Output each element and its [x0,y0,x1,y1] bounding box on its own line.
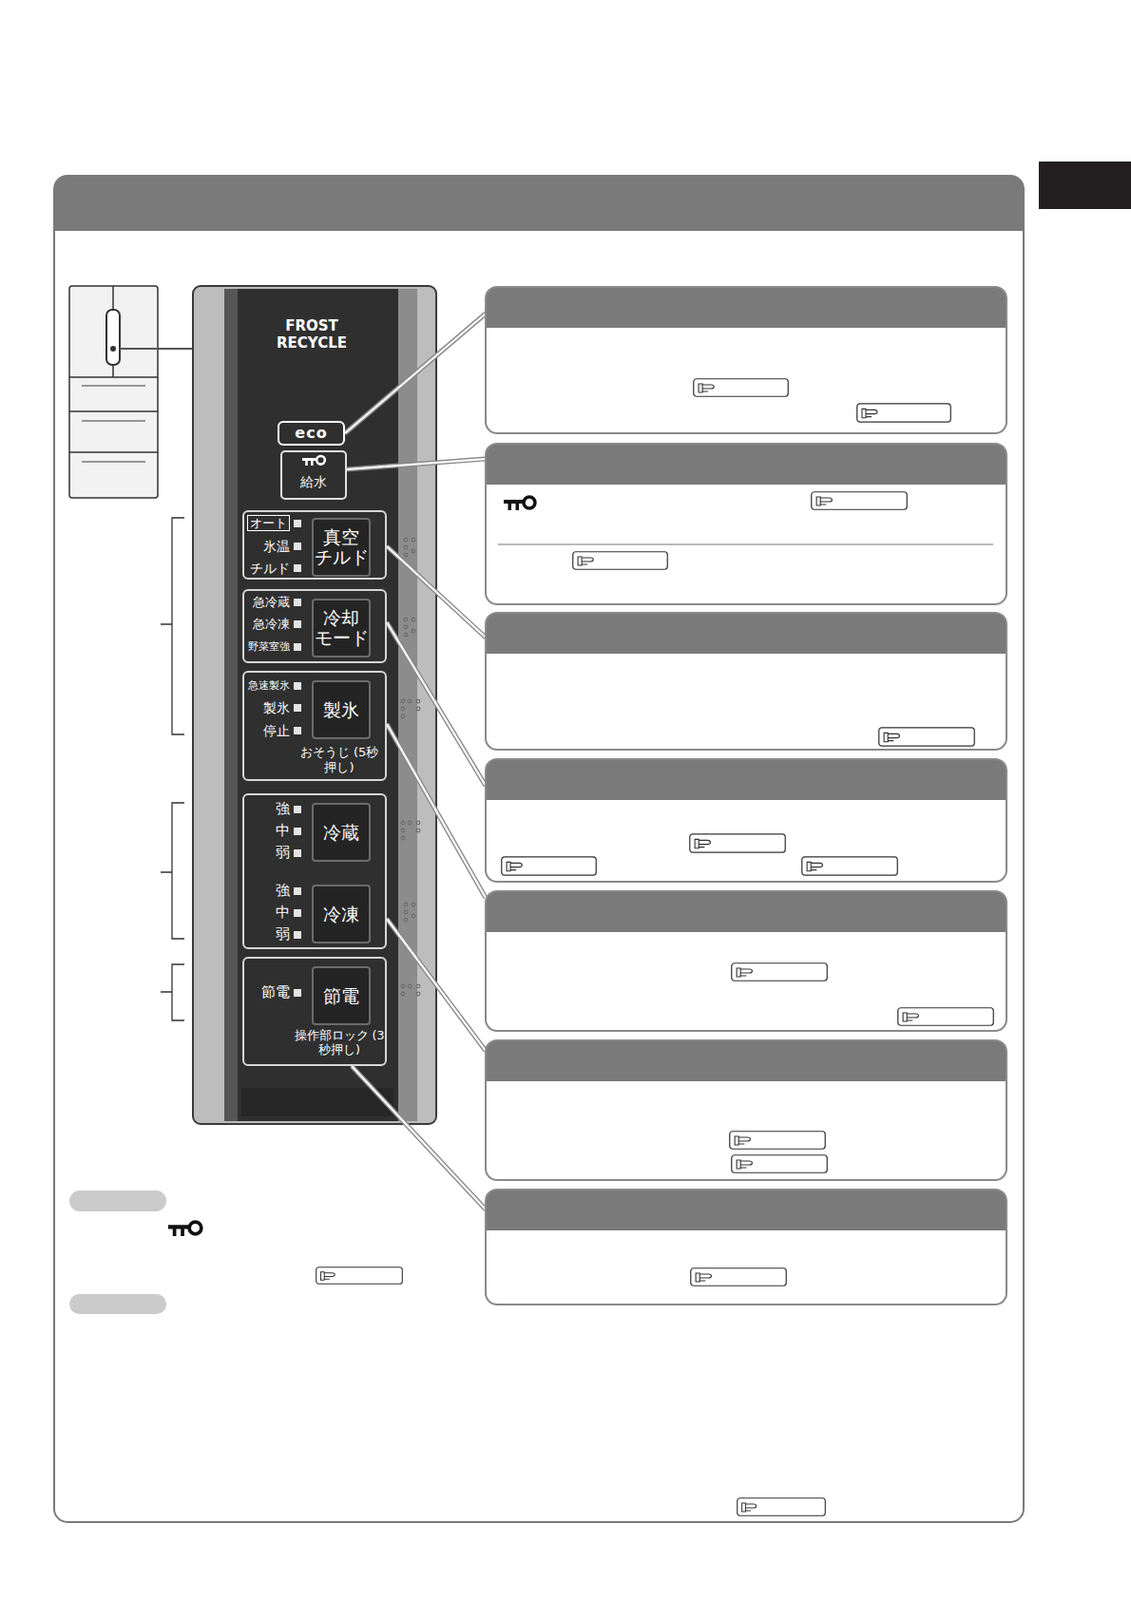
group-brackets [160,517,185,1021]
button-note: 操作部ロック (3秒押し) [291,1028,387,1057]
header-band [54,175,1024,231]
button-group: オート氷温チルド 真空 チルド [242,510,387,580]
indicator-lamp [293,542,302,551]
button-group: 節電操作部ロック (3秒押し) 節電 [242,957,387,1067]
control-button: 冷却 モード [311,598,371,658]
leader-lines [345,313,486,1210]
indicator-label: 氷温 [263,537,290,556]
page-reference-icons [316,379,995,1517]
button-label: 冷蔵 [323,823,360,844]
water-label: 給水 [284,474,344,491]
control-button: 製氷 [311,680,371,740]
button-label: 節電 [323,986,360,1007]
indicator-lamp [293,989,302,997]
button-label: 冷凍 [323,904,360,925]
button-label: 冷却 モード [314,608,368,649]
indicator-lamp [293,727,302,735]
indicator-lamp [293,909,302,918]
indicator-label: 急冷蔵 [252,594,290,612]
mode-indicator: eco [294,425,327,441]
indicator-lamp [293,827,302,836]
indicator-lamp [293,805,302,814]
control-panel-body [192,286,437,1125]
callout-boxes [485,287,1007,1305]
page-frame [54,175,1024,1523]
indicator-lamp [293,519,302,528]
indicator-label: 強 [275,800,290,820]
indicator-label: 製氷 [263,699,290,717]
indicator-label: 節電 [261,983,290,1003]
button-note: おそうじ (5秒押し) [298,745,381,775]
control-button: 節電 [311,966,371,1026]
control-panel: FROST RECYCLE eco 給水オート氷温チルド 真空 チルド急冷蔵急冷凍野菜… [192,286,437,1125]
indicator-label: 停止 [263,722,290,740]
indicator-lamp [293,620,302,629]
control-button: 冷蔵 [311,803,371,863]
indicator-lamp [293,931,302,940]
control-button: 真空 チルド [311,517,371,577]
button-group: 強中弱強中弱冷蔵冷凍 [242,793,387,950]
note-markers [69,1190,202,1315]
index-tab [1038,161,1131,210]
indicator-label: 急速製氷 [248,679,290,694]
button-label: 真空 チルド [314,527,368,568]
control-button: 冷凍 [311,884,371,944]
indicator-lamp [293,682,302,691]
brand-text: FROST RECYCLE [268,317,355,352]
indicator-label: チルド [249,559,290,577]
indicator-label: 強 [275,881,290,901]
indicator-lamp [293,887,302,896]
button-label: 製氷 [323,700,360,721]
indicator-lamp [293,598,302,607]
indicator-label: 野菜室強 [248,640,290,655]
indicator-label: 弱 [275,925,290,945]
button-group: 急冷蔵急冷凍野菜室強 冷却 モード [242,589,387,664]
indicator-label: 中 [275,903,290,923]
indicator-label: 急冷凍 [252,616,290,633]
water-supply-indicator: 給水 [280,450,347,500]
button-group: 急速製氷製氷停止おそうじ (5秒押し) 製氷 [242,670,387,782]
eco-indicator: eco [277,421,346,446]
indicator-lamp [293,704,302,712]
indicator-lamp [293,849,302,858]
fridge-thumbnail [69,286,193,499]
indicator-lamp [293,643,302,652]
indicator-label: 弱 [275,843,290,863]
indicator-label: 中 [275,822,290,842]
indicator-lamp [293,564,302,573]
indicator-label: オート [247,515,290,533]
